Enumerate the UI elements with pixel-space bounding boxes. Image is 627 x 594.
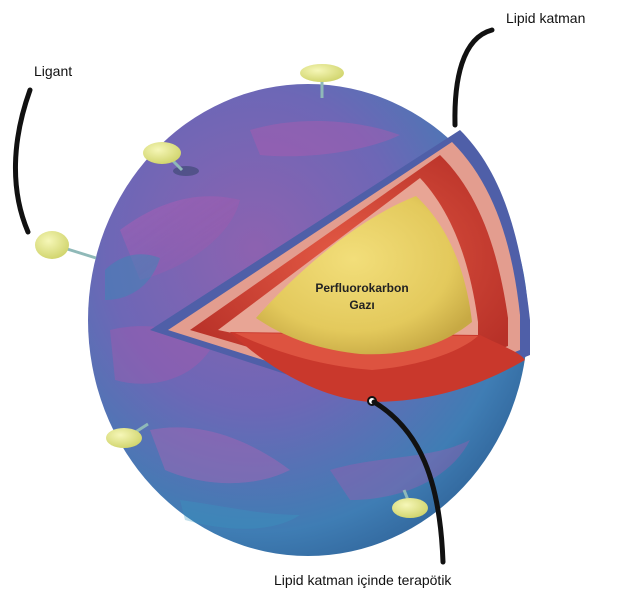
- ligand-icon: [143, 142, 181, 164]
- core-label-line2: Gazı: [349, 298, 374, 312]
- ligand-left: [35, 231, 96, 259]
- label-therapeutic: Lipid katman içinde terapötik: [274, 572, 451, 588]
- ligand-icon: [106, 428, 142, 448]
- core-label-line1: Perfluorokarbon: [315, 281, 408, 295]
- label-ligand: Ligant: [34, 63, 72, 79]
- ligand-icon: [35, 231, 69, 259]
- pointer-lipid-layer: [455, 30, 492, 125]
- ligand-icon: [392, 498, 428, 518]
- label-lipid-layer: Lipid katman: [506, 10, 585, 26]
- pointer-ligand: [15, 90, 30, 232]
- ligand-icon: [300, 64, 344, 82]
